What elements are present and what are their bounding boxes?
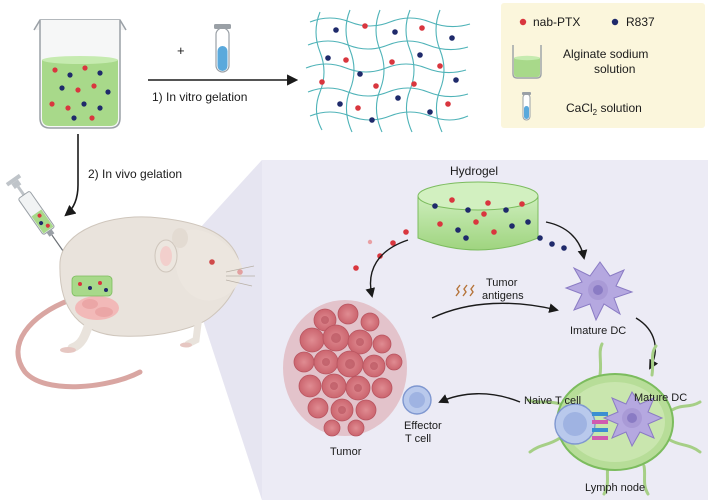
legend-box [501, 3, 705, 128]
beaker-particles [49, 65, 111, 121]
mouse-eye [209, 259, 215, 265]
tumor-mass [283, 300, 407, 437]
arrow-gel-to-tumor [365, 239, 409, 298]
arrow-antigen-to-dc [431, 302, 559, 319]
tumor-antigens-label-1: Tumor [486, 277, 518, 289]
tumor-label: Tumor [330, 446, 362, 458]
mixture-beaker [33, 19, 127, 129]
mature-dc [602, 391, 664, 448]
synapse-receptors [592, 412, 608, 440]
effector-label-1: Effector [404, 420, 442, 432]
r837-legend-label: R837 [626, 15, 655, 29]
nab-ptx-legend-label: nab-PTX [533, 15, 580, 29]
zoom-cone [180, 160, 262, 500]
cacl2-tube [214, 24, 231, 73]
naive-t-cell [554, 403, 596, 445]
nab-ptx-legend-dot [519, 18, 527, 26]
r837-legend-dot [611, 18, 619, 26]
released-nab-ptx [353, 229, 409, 271]
crosslinked-network [305, 9, 471, 133]
mouse-hindleg [67, 311, 97, 353]
mouse-head [176, 229, 243, 301]
alginate-beaker-icon [512, 45, 542, 79]
naive-t-cell-label: Naive T cell [524, 395, 581, 407]
mouse-implant [71, 275, 119, 320]
lymph-node-label: Lymph node [585, 482, 645, 494]
cacl2-tube-icon [522, 92, 531, 121]
mouse-nose [237, 269, 243, 275]
alginate-legend-label-1: Alginate sodium [563, 47, 648, 61]
plus-sign: + [177, 43, 185, 58]
mouse-ear-far [172, 228, 188, 248]
effector-label-2: T cell [405, 433, 431, 445]
in-vitro-label: 1) In vitro gelation [152, 90, 247, 104]
alginate-legend-label-2: solution [594, 62, 635, 76]
arrow-lymph-to-effector [438, 393, 521, 404]
tumor-antigens-icon [455, 284, 475, 297]
in-vivo-arrow [64, 134, 79, 217]
hydrogel-label: Hydrogel [450, 164, 498, 178]
arrow-gel-to-dc [545, 221, 588, 260]
cacl2-legend-label: CaCl2 solution [566, 101, 642, 117]
mouse-foreleg [184, 304, 204, 348]
lymph-node [526, 342, 702, 496]
immature-dc [564, 261, 634, 322]
released-r837 [537, 235, 567, 251]
syringe [5, 173, 64, 251]
in-vivo-label: 2) In vivo gelation [88, 167, 182, 181]
immature-dc-label: Imature DC [570, 325, 626, 337]
mouse [15, 216, 255, 390]
mouse-tail [15, 297, 143, 390]
mature-dc-label: Mature DC [634, 392, 687, 404]
legend: nab-PTX R837 Alginate sodium solution Ca… [501, 3, 705, 128]
effector-t-cell [402, 385, 432, 415]
tumor-antigens-label-2: antigens [482, 290, 524, 302]
hydrogel-cylinder [417, 181, 539, 251]
hydrogel-particles [432, 197, 531, 241]
